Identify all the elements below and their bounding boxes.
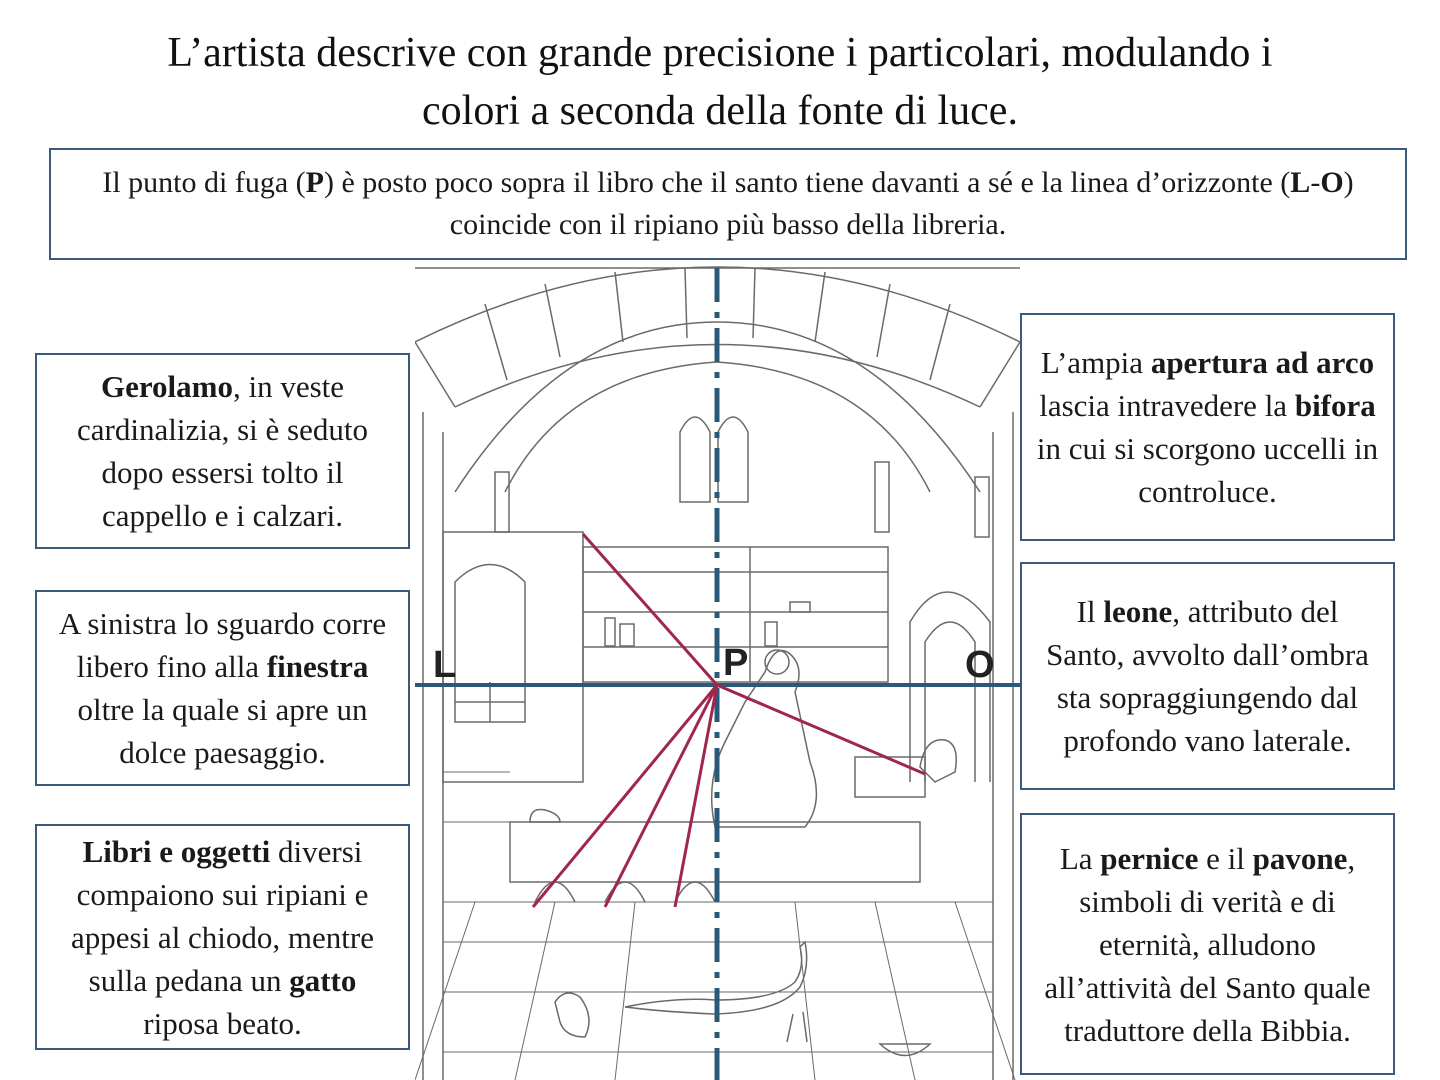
bookshelf: [582, 546, 889, 683]
basin: [878, 1043, 932, 1057]
intro-text-part: Il punto di fuga (: [102, 166, 306, 199]
intro-bold-p: P: [305, 166, 324, 199]
voussoirs: [484, 267, 951, 381]
pernice-text-part: e il: [1198, 840, 1253, 876]
apertura-box: L’ampia apertura ad arco lascia intraved…: [1020, 313, 1395, 541]
leone-box: Il leone, attributo del Santo, avvolto d…: [1020, 562, 1395, 790]
bifora-right: [717, 416, 749, 503]
left-window: [454, 563, 526, 723]
gerolamo-bold: Gerolamo: [100, 369, 233, 404]
intro-bold-o: O: [1320, 166, 1344, 199]
apertura-text-part: in cui si scorgono uccelli in controluce…: [1036, 431, 1379, 509]
arch-right-edge: [979, 341, 1021, 408]
column-mid-right: [874, 461, 890, 533]
perspective-illustration: L P O: [415, 266, 1022, 1080]
gerolamo-box: Gerolamo, in veste cardinalizia, si è se…: [35, 353, 410, 549]
lion: [919, 739, 957, 783]
column-right: [974, 476, 990, 538]
perspective-rays: [531, 533, 926, 908]
title-line-1: L’artista descrive con grande precisione…: [167, 30, 1273, 76]
ray-to-arch-3: [673, 684, 719, 908]
intro-box: Il punto di fuga (P) è posto poco sopra …: [49, 148, 1407, 260]
page-title: L’artista descrive con grande precisione…: [60, 24, 1380, 140]
intro-text-part: ) è posto poco sopra il libro che il san…: [323, 166, 1291, 199]
label-o: O: [965, 644, 995, 686]
intro-text: Il punto di fuga (P) è posto poco sopra …: [91, 162, 1365, 246]
libri-text-part: diversi compaiono sui ripiani e appesi a…: [70, 833, 374, 998]
pernice-text: La pernice e il pavone, simboli di verit…: [1034, 837, 1381, 1052]
libri-box: Libri e oggetti diversi compaiono sui ri…: [35, 824, 410, 1050]
leone-text-part: Il: [1076, 594, 1104, 629]
intro-text-part: ) coincide con il ripiano più basso dell…: [449, 166, 1354, 241]
apertura-text-part: lascia intravedere la: [1039, 388, 1295, 423]
gerolamo-text: Gerolamo, in veste cardinalizia, si è se…: [49, 365, 396, 537]
ray-to-arch-1: [531, 684, 719, 908]
label-l: L: [433, 644, 456, 686]
apertura-text-part: L’ampia: [1040, 345, 1151, 380]
libri-bold: Libri e oggetti: [82, 833, 271, 869]
leone-text-part: , attributo del Santo, avvolto dall’ombr…: [1046, 594, 1369, 758]
apertura-bold: apertura ad arco: [1150, 345, 1375, 380]
pavone-bold: pavone: [1252, 840, 1348, 876]
gerolamo-text-part: , in veste cardinalizia, si è seduto dop…: [77, 369, 368, 533]
side-arcade: [909, 591, 991, 782]
column-left: [494, 471, 510, 533]
pernice-text-part: , simboli di verità e di eternità, allud…: [1044, 840, 1371, 1048]
saint-figure: [710, 649, 818, 828]
gatto-bold: gatto: [289, 962, 357, 998]
partridge: [554, 992, 590, 1038]
arch-left-edge: [415, 341, 456, 408]
finestra-box: A sinistra lo sguardo corre libero fino …: [35, 590, 410, 786]
title-line-2: colori a seconda della fonte di luce.: [422, 88, 1018, 134]
libri-text-part: riposa beato.: [143, 1005, 302, 1041]
study-wall: [442, 531, 584, 783]
chest: [854, 756, 926, 798]
outer-arch: [415, 266, 1021, 343]
leone-bold: leone: [1103, 594, 1173, 629]
peacock: [624, 940, 808, 1015]
bifora-bold: bifora: [1294, 388, 1376, 423]
platform-arches: [534, 881, 716, 903]
ray-to-shelf-top: [581, 533, 719, 686]
finestra-text: A sinistra lo sguardo corre libero fino …: [49, 602, 396, 774]
cat: [529, 808, 561, 823]
vault-arch: [454, 321, 981, 493]
finestra-text-part: oltre la quale si apre un dolce paesaggi…: [77, 692, 368, 770]
apertura-text: L’ampia apertura ad arco lascia intraved…: [1034, 341, 1381, 513]
finestra-text-part: A sinistra lo sguardo corre libero fino …: [58, 606, 387, 684]
finestra-bold: finestra: [266, 649, 369, 684]
vault-rib-right: [716, 361, 931, 493]
pernice-text-part: La: [1059, 840, 1101, 876]
ray-to-arch-2: [603, 684, 719, 908]
vault-rib-left: [504, 361, 718, 493]
ray-to-lion: [716, 683, 926, 776]
bifora-left: [679, 416, 711, 503]
libri-text: Libri e oggetti diversi compaiono sui ri…: [49, 830, 396, 1045]
pernice-bold: pernice: [1100, 840, 1199, 876]
pernice-box: La pernice e il pavone, simboli di verit…: [1020, 813, 1395, 1075]
intro-dash: -: [1310, 166, 1321, 199]
leone-text: Il leone, attributo del Santo, avvolto d…: [1034, 590, 1381, 762]
label-p: P: [723, 642, 748, 684]
intro-bold-l: L: [1290, 166, 1311, 199]
